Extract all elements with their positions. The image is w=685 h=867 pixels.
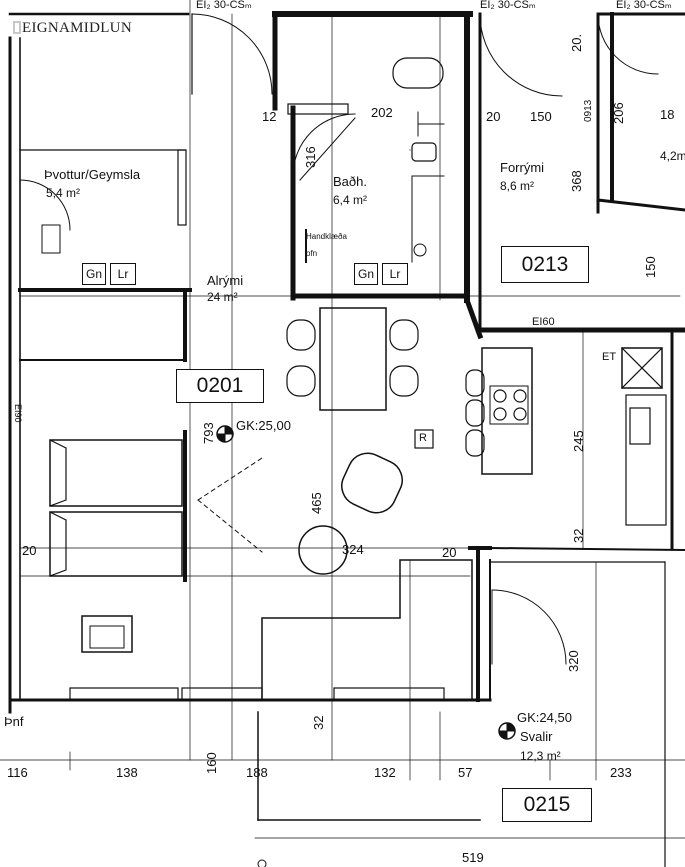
- dim-793: 793: [201, 422, 216, 444]
- dim-202: 202: [371, 105, 393, 120]
- dim-20b: 20.: [569, 33, 584, 52]
- dim-160: 160: [204, 752, 219, 774]
- room-area-balcony: 12,3 m²: [520, 749, 561, 763]
- fire-rating-ei60: EI60: [532, 316, 555, 328]
- balcony-level-marker-icon: [498, 722, 516, 740]
- dim-32a: 32: [571, 528, 586, 543]
- dim-20d: 20: [442, 545, 457, 560]
- room-name-hall: Forrými: [500, 160, 545, 175]
- dim-32b: 32: [311, 715, 326, 730]
- room-name-balcony: Svalir: [520, 729, 553, 744]
- dim-12: 12: [262, 109, 277, 124]
- room-area-side: 4,2m: [660, 149, 685, 163]
- dim-18: 18: [660, 107, 675, 122]
- level-marker-icon: [216, 425, 234, 443]
- level-label-balcony: GK:24,50: [517, 710, 572, 725]
- dim-bottom-519: 519: [462, 850, 484, 865]
- sofa: [261, 559, 473, 701]
- fire-rating-top-1: EI₂ 30-CSₘ: [196, 0, 252, 11]
- company-logo: EIGNAMIDLUN: [22, 20, 132, 36]
- room-name-bath: Baðh.: [333, 174, 367, 189]
- logo-mark-icon: [13, 21, 21, 34]
- dim-bottom-116: 116: [7, 765, 28, 780]
- fire-rating-top-3: EI₂ 30-CSₘ: [616, 0, 672, 11]
- dim-150a: 150: [530, 109, 552, 124]
- unit-number-0213: 0213: [501, 246, 589, 283]
- tag-gn-laundry: Gn: [82, 263, 106, 285]
- tag-gn-bath: Gn: [354, 263, 378, 285]
- dim-150b: 150: [643, 256, 658, 278]
- dim-20c: 20: [22, 543, 37, 558]
- label-pnf: Þnf: [4, 714, 24, 729]
- dim-0913: 0913: [583, 99, 594, 122]
- unit-number-0201: 0201: [176, 369, 264, 403]
- room-area-bath: 6,4 m²: [333, 193, 368, 207]
- level-label-main: GK:25,00: [236, 418, 291, 433]
- dim-bottom-57: 57: [458, 765, 473, 780]
- bath-note-towel: Handklæða: [306, 232, 347, 241]
- bath-note-heater: ofn: [306, 249, 318, 258]
- room-area-hall: 8,6 m²: [500, 179, 535, 193]
- dim-bottom-138: 138: [116, 765, 138, 780]
- dim-320: 320: [566, 650, 581, 672]
- fire-rating-ei90: EI90: [13, 404, 23, 423]
- dim-206: 206: [611, 102, 626, 124]
- tag-lr-bath: Lr: [382, 263, 408, 285]
- dim-368: 368: [569, 170, 584, 192]
- room-area-laundry: 5,4 m²: [46, 186, 81, 200]
- dim-245: 245: [571, 430, 586, 452]
- fire-rating-top-2: EI₂ 30-CSₘ: [480, 0, 536, 11]
- dim-bottom-188: 188: [246, 765, 268, 780]
- room-name-living: Alrými: [207, 273, 244, 288]
- room-name-laundry: Þvottur/Geymsla: [44, 167, 141, 182]
- dim-bottom-233: 233: [610, 765, 632, 780]
- dim-20a: 20: [486, 109, 501, 124]
- symbol-r: R: [419, 432, 427, 444]
- tag-lr-laundry: Lr: [110, 263, 136, 285]
- dim-324: 324: [342, 542, 364, 557]
- dining-table: [319, 307, 387, 411]
- dim-465: 465: [309, 492, 324, 514]
- room-area-living: 24 m²: [207, 290, 238, 304]
- dim-bottom-132: 132: [374, 765, 396, 780]
- symbol-et: ET: [602, 351, 617, 363]
- unit-number-0215: 0215: [502, 788, 592, 822]
- dim-316: 316: [303, 146, 318, 168]
